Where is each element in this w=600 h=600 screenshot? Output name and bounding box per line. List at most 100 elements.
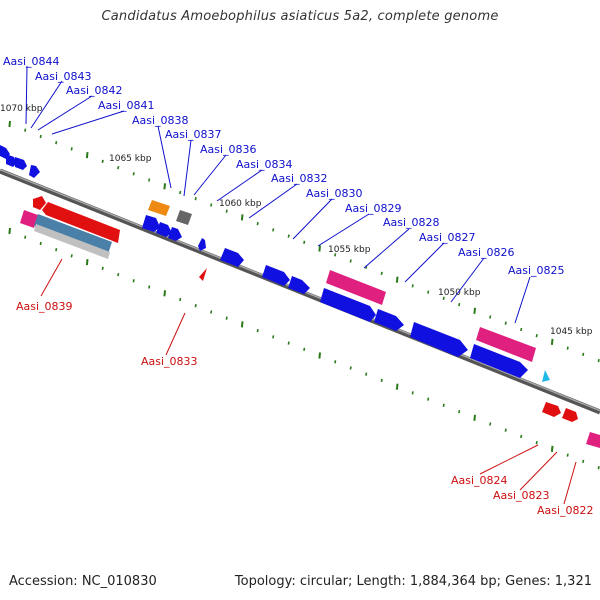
gene-label[interactable]: Aasi_0828 <box>383 216 440 229</box>
tick-mark <box>24 128 27 132</box>
gene-arrow[interactable] <box>199 268 207 281</box>
rna-box[interactable] <box>20 210 38 228</box>
tick-mark <box>318 245 321 252</box>
tick-mark <box>334 360 337 364</box>
tick-mark <box>349 366 352 370</box>
tick-mark <box>55 141 58 145</box>
gene-arrow[interactable] <box>33 196 46 210</box>
gene-label[interactable]: Aasi_0825 <box>508 264 565 277</box>
gene-label[interactable]: Aasi_0829 <box>345 202 402 215</box>
tick-mark <box>240 321 244 328</box>
gene-label[interactable]: Aasi_0830 <box>306 187 363 200</box>
tick-mark <box>597 358 600 363</box>
tick-mark <box>256 328 259 333</box>
tick-mark <box>458 302 461 307</box>
tick-mark <box>101 159 104 164</box>
tick-mark <box>179 297 182 302</box>
gene-arrow[interactable] <box>156 222 172 237</box>
tick-mark <box>24 235 27 239</box>
tick-mark <box>303 240 306 244</box>
tick-mark <box>179 190 182 195</box>
gene-label[interactable]: Aasi_0826 <box>458 246 515 259</box>
topology-text: Topology: circular; Length: 1,884,364 bp… <box>234 574 592 589</box>
tick-marks-upper <box>8 120 600 363</box>
gene-arrow[interactable] <box>470 344 528 378</box>
gene-arrow[interactable] <box>374 309 404 331</box>
tick-mark <box>380 271 383 276</box>
gene-label[interactable]: Aasi_0841 <box>98 99 155 112</box>
tick-mark <box>287 234 290 238</box>
gene-label[interactable]: Aasi_0823 <box>493 489 550 502</box>
tick-mark <box>318 352 321 359</box>
tick-mark <box>101 266 104 271</box>
tick-mark <box>535 441 538 445</box>
tick-mark <box>550 338 554 345</box>
rna-box[interactable] <box>476 327 536 362</box>
gene-arrow[interactable] <box>198 238 206 251</box>
tick-mark <box>117 165 120 170</box>
rna-box[interactable] <box>586 432 600 448</box>
rna-box[interactable] <box>34 214 112 254</box>
tick-mark <box>132 172 135 176</box>
tick-mark <box>442 403 445 407</box>
gene-arrow[interactable] <box>320 288 376 322</box>
tick-mark <box>458 409 461 414</box>
tick-mark <box>566 453 569 457</box>
map-title: Candidatus Amoebophilus asiaticus 5a2, c… <box>101 9 499 24</box>
gene-label[interactable]: Aasi_0842 <box>66 84 123 97</box>
tick-mark <box>489 315 492 319</box>
gene-arrow[interactable] <box>542 370 550 382</box>
gene-arrow[interactable] <box>15 157 27 170</box>
tick-mark <box>411 391 414 395</box>
gene-arrow[interactable] <box>168 227 182 241</box>
tick-mark <box>163 183 166 190</box>
gene-arrow[interactable] <box>142 215 160 232</box>
gene-label[interactable]: Aasi_0834 <box>236 158 293 171</box>
gene-arrow[interactable] <box>562 408 578 422</box>
tick-mark <box>395 276 399 283</box>
gene-label[interactable]: Aasi_0827 <box>419 231 476 244</box>
kbp-label: 1060 kbp <box>219 199 262 209</box>
tick-mark <box>148 285 151 289</box>
gene-label[interactable]: Aasi_0822 <box>537 504 594 517</box>
gene-arrow[interactable] <box>220 248 244 267</box>
gene-label[interactable]: Aasi_0843 <box>35 70 92 83</box>
reverse-gene-labels: Aasi_0839 Aasi_0833 Aasi_0824 Aasi_0823 … <box>16 300 594 517</box>
gene-arrow[interactable] <box>42 202 120 243</box>
tick-mark <box>85 152 89 159</box>
tick-mark <box>395 383 399 390</box>
kbp-label: 1050 kbp <box>438 288 481 298</box>
tick-mark <box>504 428 507 432</box>
tick-mark <box>256 221 259 226</box>
gene-arrow[interactable] <box>6 154 17 167</box>
gene-arrow[interactable] <box>262 265 290 286</box>
rna-box[interactable] <box>326 270 386 305</box>
tick-mark <box>520 327 523 332</box>
tick-mark <box>504 321 507 325</box>
kbp-label: 1055 kbp <box>328 245 371 255</box>
tick-mark <box>272 228 275 232</box>
gene-label[interactable]: Aasi_0833 <box>141 355 198 368</box>
gene-label[interactable]: Aasi_0824 <box>451 474 508 487</box>
gene-label[interactable]: Aasi_0836 <box>200 143 257 156</box>
gene-label[interactable]: Aasi_0844 <box>3 55 60 68</box>
gene-box[interactable] <box>148 200 170 216</box>
gene-box[interactable] <box>176 210 192 225</box>
gene-arrow[interactable] <box>288 276 310 294</box>
rna-box[interactable] <box>34 224 110 259</box>
gene-arrow[interactable] <box>542 402 561 417</box>
tick-mark <box>427 397 430 401</box>
tick-mark <box>210 203 213 207</box>
gene-label[interactable]: Aasi_0838 <box>132 114 189 127</box>
tick-mark <box>8 120 11 128</box>
gene-arrow[interactable] <box>29 165 40 178</box>
tick-mark <box>8 227 11 235</box>
gene-label[interactable]: Aasi_0832 <box>271 172 328 185</box>
gene-label[interactable]: Aasi_0839 <box>16 300 73 313</box>
tick-mark <box>39 134 42 139</box>
tick-mark <box>380 378 383 383</box>
gene-label[interactable]: Aasi_0837 <box>165 128 222 141</box>
gene-arrow[interactable] <box>410 322 468 357</box>
tick-mark <box>117 272 120 277</box>
tick-mark <box>132 279 135 283</box>
